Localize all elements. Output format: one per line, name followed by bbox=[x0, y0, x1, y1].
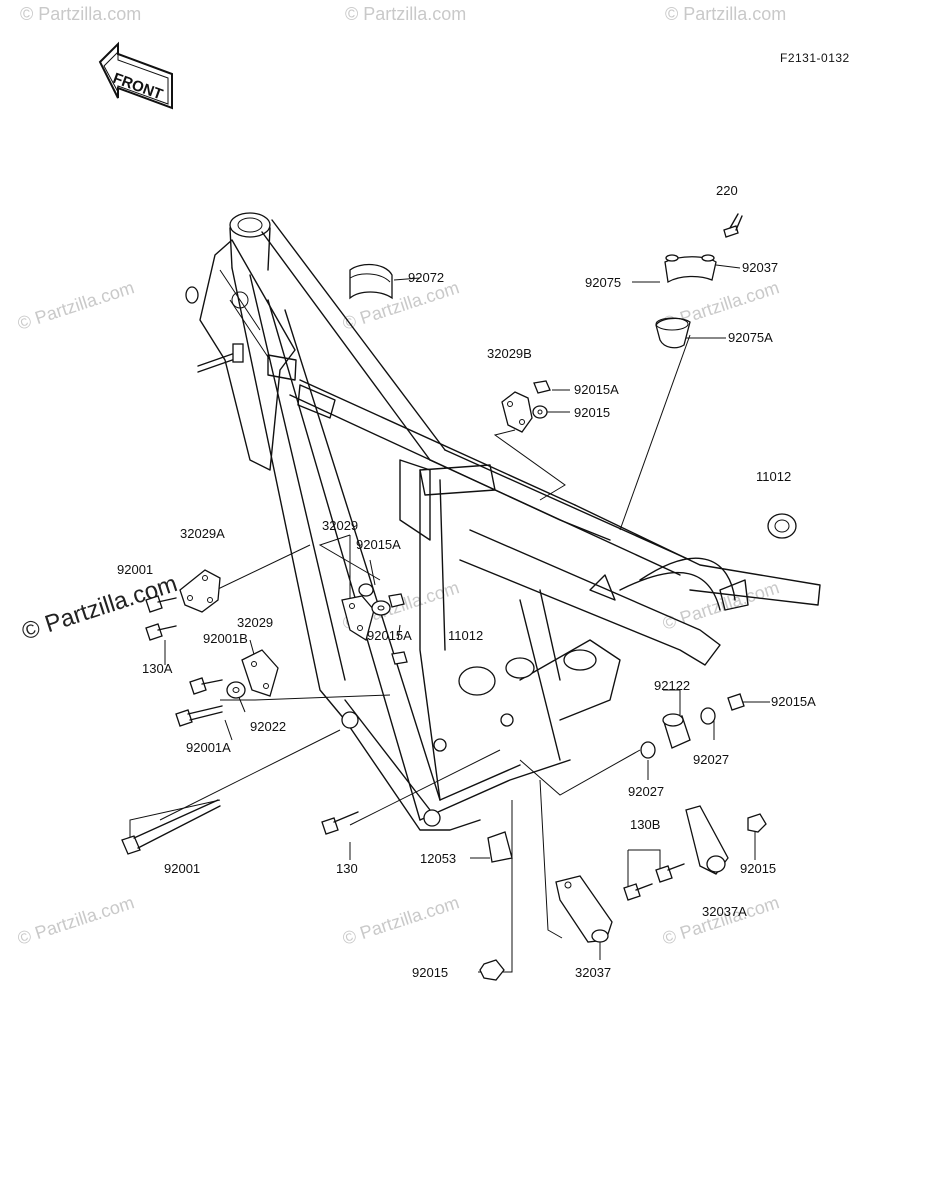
callout-label: 32037A bbox=[702, 904, 747, 919]
callout-label: 92001 bbox=[117, 562, 153, 577]
collar-92027-right-icon bbox=[700, 707, 716, 725]
clamp-92037-icon bbox=[664, 254, 717, 284]
rubber-92075a-icon bbox=[655, 317, 691, 349]
callout-label: 11012 bbox=[448, 628, 483, 643]
bolt-92001b-icon bbox=[189, 677, 223, 695]
callout-label: 92015A bbox=[771, 694, 816, 709]
nut-92015-bottom-icon bbox=[479, 959, 505, 981]
callout-label: 12053 bbox=[420, 851, 456, 866]
washer-92022-icon bbox=[226, 681, 246, 699]
bolt-92001a-icon bbox=[175, 705, 223, 727]
callout-label: 92001B bbox=[203, 631, 248, 646]
callout-label: 130B bbox=[630, 817, 660, 832]
callout-label: 92015A bbox=[574, 382, 619, 397]
nut-92015a-mid2-icon bbox=[388, 593, 405, 608]
callout-label: 32029 bbox=[322, 518, 358, 533]
callout-label: 32029A bbox=[180, 526, 225, 541]
bolt-92001-long-icon bbox=[121, 799, 221, 855]
nut-92015a-mid-icon bbox=[358, 583, 374, 597]
bolt-220-icon bbox=[723, 213, 743, 238]
bolt-130a-icon bbox=[145, 623, 177, 641]
bushing-92122-icon bbox=[662, 713, 691, 749]
callout-label: 92022 bbox=[250, 719, 286, 734]
bolt-92001-icon bbox=[145, 595, 177, 613]
bolt-130b-icon bbox=[623, 863, 685, 901]
watermark: © Partzilla.com bbox=[660, 577, 782, 634]
plate-32029a-icon bbox=[179, 569, 221, 613]
plate-32029-low-icon bbox=[241, 649, 279, 697]
bolt-130-icon bbox=[321, 811, 359, 835]
callout-label: 92015A bbox=[367, 628, 412, 643]
callout-label: 92037 bbox=[742, 260, 778, 275]
nut-92015-right-icon bbox=[747, 813, 767, 833]
link-32037a-icon bbox=[685, 805, 729, 875]
callout-label: 92015 bbox=[412, 965, 448, 980]
callout-label: 32029B bbox=[487, 346, 532, 361]
nut-92015a-icon bbox=[533, 380, 551, 394]
callout-label: 92075A bbox=[728, 330, 773, 345]
nut-92015a-small-icon bbox=[391, 651, 408, 665]
callout-label: 92072 bbox=[408, 270, 444, 285]
callout-label: 32037 bbox=[575, 965, 611, 980]
callout-label: 32029 bbox=[237, 615, 273, 630]
callout-label: 92001A bbox=[186, 740, 231, 755]
callout-label: 92015 bbox=[574, 405, 610, 420]
callout-label: 92015 bbox=[740, 861, 776, 876]
callout-label: 92027 bbox=[693, 752, 729, 767]
callout-label: 92015A bbox=[356, 537, 401, 552]
plate-32029-mid-icon bbox=[341, 595, 375, 642]
callout-label: 92075 bbox=[585, 275, 621, 290]
callout-label: 220 bbox=[716, 183, 738, 198]
watermark: © Partzilla.com bbox=[15, 277, 137, 334]
callout-label: 130A bbox=[142, 661, 173, 676]
watermark: © Partzilla.com bbox=[665, 4, 786, 24]
watermark: © Partzilla.com bbox=[660, 892, 782, 949]
watermark: © Partzilla.com bbox=[345, 4, 466, 24]
nut-92015-icon bbox=[532, 405, 548, 419]
callout-label: 130 bbox=[336, 861, 358, 876]
nut-92015a-right-icon bbox=[727, 693, 745, 711]
cover-12053-icon bbox=[487, 831, 513, 863]
callout-labels: 220 92037 92075 92072 92075A 32029B 9201… bbox=[117, 183, 816, 980]
callout-label: 92001 bbox=[164, 861, 200, 876]
band-92072-icon bbox=[349, 263, 393, 300]
callout-label: 11012 bbox=[756, 469, 791, 484]
collar-92027-low-icon bbox=[640, 741, 656, 759]
bracket-32037-icon bbox=[555, 875, 613, 943]
callout-label: 92027 bbox=[628, 784, 664, 799]
plate-32029b-icon bbox=[501, 391, 533, 433]
drawing-code: F2131-0132 bbox=[780, 51, 850, 65]
watermark: © Partzilla.com bbox=[340, 892, 462, 949]
callout-label: 92122 bbox=[654, 678, 690, 693]
cap-11012-icon bbox=[458, 666, 496, 696]
washer-mid-icon bbox=[371, 600, 391, 616]
parts bbox=[121, 213, 797, 981]
front-arrow-icon: FRONT bbox=[98, 41, 173, 110]
grommet-11012-icon bbox=[767, 513, 797, 539]
watermark: © Partzilla.com bbox=[20, 4, 141, 24]
main-frame bbox=[185, 212, 821, 831]
watermark: © Partzilla.com bbox=[15, 892, 137, 949]
